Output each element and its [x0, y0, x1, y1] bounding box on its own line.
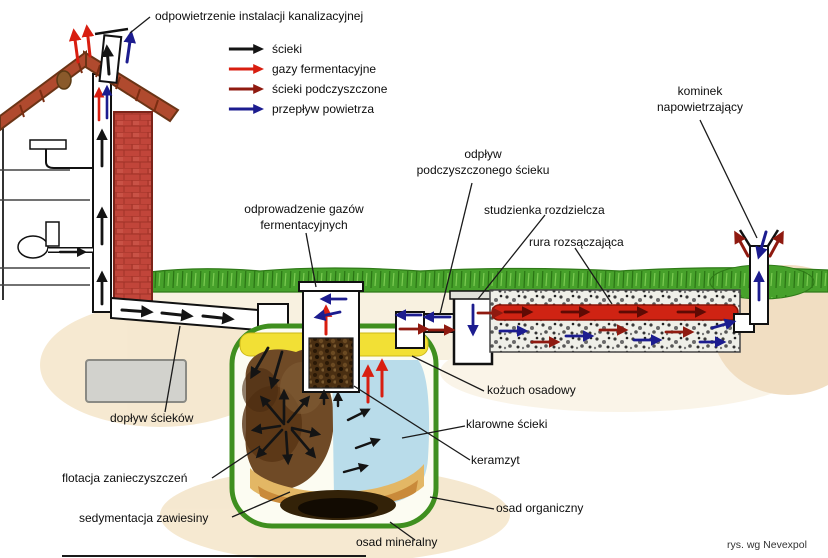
- legend-label-sewage: ścieki: [272, 42, 303, 56]
- roof-vent: [94, 27, 129, 84]
- chimney-label: kominek napowietrzający: [656, 84, 744, 114]
- pretreated-sewage-arrow-icon: [228, 84, 264, 94]
- legend-item-fermentation-gases: gazy fermentacyjne: [228, 62, 387, 76]
- drain-field: [489, 289, 741, 353]
- inflow-label: dopływ ścieków: [110, 411, 194, 425]
- leader-lines: [62, 16, 758, 557]
- legend-label-air-flow: przepływ powietrza: [272, 102, 375, 116]
- credit-label: rys. wg Nevexpol: [727, 539, 807, 551]
- septic-tank-illustration: [229, 281, 455, 529]
- clear-sewage-label: klarowne ścieki: [466, 417, 548, 431]
- air-flow-arrow-icon: [228, 104, 264, 114]
- outflow-label: odpływ podczyszczonego ścieku: [416, 147, 550, 177]
- flow-arrows: [58, 24, 784, 474]
- gas-discharge-label: odprowadzenie gazów fermentacyjnych: [244, 202, 364, 232]
- drain-pipe-label: rura rozsączająca: [529, 235, 624, 249]
- keramzyt-label: keramzyt: [471, 453, 520, 467]
- sewage-arrow-icon: [228, 44, 264, 54]
- legend-item-air-flow: przepływ powietrza: [228, 102, 387, 116]
- legend: ścieki gazy fermentacyjne ścieki podczys…: [228, 42, 387, 116]
- flotation-label: flotacja zanieczyszczeń: [62, 471, 188, 485]
- mineral-sediment-label: osad mineralny: [356, 535, 438, 549]
- sedimentation-label: sedymentacja zawiesiny: [79, 511, 209, 525]
- legend-label-pretreated-sewage: ścieki podczyszczone: [272, 82, 388, 96]
- legend-item-pretreated-sewage: ścieki podczyszczone: [228, 82, 387, 96]
- legend-label-fermentation-gases: gazy fermentacyjne: [272, 62, 377, 76]
- scum-label: kożuch osadowy: [487, 383, 576, 397]
- legend-item-sewage: ścieki: [228, 42, 387, 56]
- vent-label: odpowietrzenie instalacji kanalizacyjnej: [155, 9, 364, 23]
- distribution-well-label: studzienka rozdzielcza: [484, 203, 605, 217]
- organic-sediment-label: osad organiczny: [496, 501, 584, 515]
- fermentation-gases-arrow-icon: [228, 64, 264, 74]
